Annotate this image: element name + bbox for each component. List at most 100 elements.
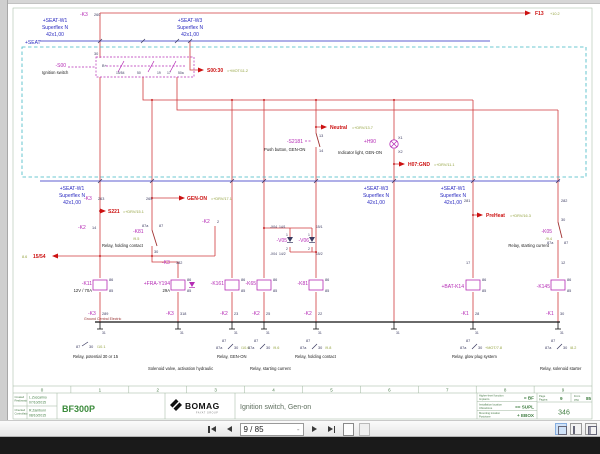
terminal-label: 1 (286, 233, 288, 237)
signal-label: H07:GND (408, 162, 430, 168)
created-name: L.Zuccarino (29, 396, 47, 400)
single-page-view-icon[interactable] (343, 422, 354, 436)
description-label: 29A (163, 288, 171, 293)
switch-symbol (147, 60, 155, 73)
signal-arrow-icon (179, 195, 185, 201)
diode-icon (189, 282, 195, 287)
terminal-label: 30 (154, 250, 158, 254)
terminal-label: 14 (92, 226, 96, 230)
terminal-label: 15/2 (316, 252, 323, 256)
drawing-title: Ignition switch, Gen-on (240, 404, 311, 411)
component-label: -K3 (162, 260, 170, 266)
description-label: Relay, potential 30 or 15 (73, 354, 119, 359)
description-label: Relay, starting current (250, 366, 291, 371)
terminal-label: 86 (482, 278, 486, 282)
wire (151, 246, 179, 278)
terminal-label: -X04 (270, 225, 277, 229)
terminal-label: 263 (98, 197, 104, 201)
terminal-label: 1 (308, 233, 310, 237)
component-label: -K161 (211, 281, 225, 287)
tick-mark (140, 38, 146, 44)
seat-region-border (21, 46, 587, 178)
column-number: 0 (41, 388, 44, 393)
tick-mark (470, 178, 476, 184)
window-bottom-bar (0, 437, 600, 454)
harness-label: 42x1,00 (63, 200, 81, 206)
harness-label: Superflex N (42, 25, 69, 31)
terminal-label: 30 (561, 218, 565, 222)
tick-mark (81, 341, 89, 347)
function-value-2: == SUPL (515, 404, 534, 409)
side-panel-icon[interactable] (585, 423, 597, 435)
terminal-label: 289 (102, 312, 108, 316)
previous-page-button[interactable] (224, 424, 235, 434)
component-label: -S2181 (287, 139, 303, 145)
function-label-1b: Impianto (479, 397, 490, 401)
two-page-view-icon[interactable] (359, 422, 370, 436)
harness-label: +SEAT-W3 (364, 186, 389, 192)
component-label: -K2 (78, 225, 86, 231)
signal-arrow-icon (525, 10, 531, 16)
collapsed-side-panel[interactable] (0, 0, 8, 437)
terminal-label: 30 (318, 346, 322, 350)
first-page-button[interactable] (205, 424, 219, 435)
terminal-label: 23 (234, 312, 238, 316)
from-label-it: pag. (574, 399, 579, 402)
column-number: 7 (446, 388, 449, 393)
scroll-mode-icon[interactable] (555, 423, 567, 435)
signal-label: PreHeat (486, 213, 505, 219)
signal-label: S221 (108, 209, 120, 215)
created-label: Created (15, 395, 25, 399)
harness-label: Superflex N (59, 193, 86, 199)
terminal-label: 85 (273, 289, 277, 293)
signal-arrow-icon (198, 67, 204, 73)
terminal-label: 15/54 (116, 71, 125, 75)
description-label: Indicator light, GEN-ON (338, 150, 382, 155)
tick-mark (97, 38, 103, 44)
checked-label-it: Controllato (15, 412, 29, 416)
column-number: 8 (504, 388, 507, 393)
diode-icon (309, 237, 315, 242)
next-page-button[interactable] (309, 424, 320, 434)
component-label: -K65 (245, 281, 256, 287)
harness-label: +SEAT-W3 (178, 18, 203, 24)
component-label: -K145 (537, 284, 551, 290)
component-label: -K1 (546, 311, 554, 317)
harness-label: +SEAT-W1 (43, 18, 68, 24)
bomag-logo: BOMAG FAYAT GROUP (170, 399, 219, 415)
terminal-label: 85 (567, 289, 571, 293)
component-label: -S00 (55, 63, 66, 69)
harness-label: +SEAT (25, 40, 41, 46)
component-label: -K2 (252, 311, 260, 317)
terminal-label: 28 (475, 312, 479, 316)
page-menu-dash: - (296, 424, 300, 434)
terminal-label: 87a (142, 224, 149, 228)
description-label: 12V / 70A (74, 288, 93, 293)
pdf-toolbar: 9 / 85 - (0, 420, 600, 437)
function-label-3b: Posizione (479, 415, 491, 419)
model-number: BF300P (62, 404, 95, 414)
signal-arrow-icon (100, 208, 106, 214)
terminal-label: 19 (157, 71, 161, 75)
wire-junction (392, 162, 396, 166)
terminal-label: 282 (561, 199, 567, 203)
last-page-button[interactable] (325, 424, 339, 435)
terminal-label: 14/1 (279, 225, 286, 229)
switch-symbol (117, 60, 125, 73)
column-number: 1 (99, 388, 102, 393)
wire-junction (150, 98, 154, 102)
function-label-3: Mounting location (479, 411, 501, 415)
terminal-label: 13 (319, 134, 323, 138)
bookmark-icon[interactable] (570, 423, 582, 435)
page-number-input[interactable]: 9 / 85 - (239, 422, 304, 436)
terminal-label: 87a (547, 241, 554, 245)
terminal-label: 265 (146, 197, 152, 201)
terminal-label: 87 (76, 345, 80, 349)
cross-reference: /9.5 (133, 237, 139, 241)
component-label: +BAT-K14 (441, 284, 464, 290)
terminal-label: 30 (94, 52, 98, 56)
wire-junction (392, 98, 396, 102)
terminal-label: 22 (318, 312, 322, 316)
